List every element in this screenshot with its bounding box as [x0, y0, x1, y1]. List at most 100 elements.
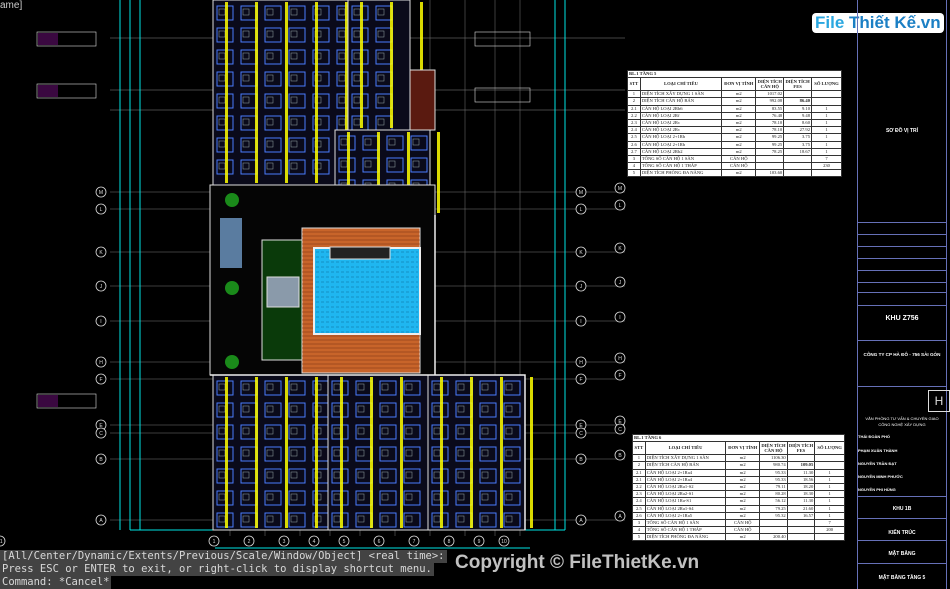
grid-bubble [575, 514, 587, 526]
grid-bubble [95, 453, 107, 465]
grid-bubble-label: I [619, 315, 620, 321]
table-cell: CĂN HỘ LOẠI 1Ra-S1 [644, 497, 727, 506]
fixture [266, 30, 274, 38]
furniture [264, 402, 282, 418]
area-tag [474, 87, 531, 103]
wall [255, 2, 258, 183]
area-tag [474, 31, 531, 47]
grid-bubble [95, 356, 107, 368]
furniture [264, 49, 282, 65]
table-cell [814, 454, 845, 463]
furniture [312, 137, 330, 153]
fixture [381, 405, 389, 413]
fixture [481, 515, 489, 523]
grid-bubble [575, 373, 587, 385]
area-tag [36, 83, 97, 99]
wall [225, 377, 228, 528]
furniture [264, 71, 282, 87]
fixture [242, 52, 250, 60]
grid-bubble [614, 352, 626, 364]
furniture [403, 468, 421, 484]
table-cell: TỔNG SỐ CĂN HỘ 1 THÁP [639, 162, 723, 171]
wall [420, 2, 423, 128]
grid-bubble-label: 11 [0, 539, 3, 545]
tree-icon [225, 355, 239, 369]
grid-bubble [575, 356, 587, 368]
table-cell: 1 [814, 468, 845, 477]
furniture [264, 115, 282, 131]
table-cell: 11.30 [786, 497, 816, 506]
wall [437, 132, 440, 213]
fixture [290, 162, 298, 170]
fixture [412, 160, 420, 168]
table-cell: 2.3 [632, 490, 646, 499]
pool-steps [329, 246, 391, 260]
table-cell: 18.67 [783, 147, 813, 156]
fixture [505, 471, 513, 479]
table-cell: TỔNG SỐ CĂN HỘ 1 SÀN [639, 154, 723, 164]
furniture [403, 402, 421, 418]
grid-bubble [614, 423, 626, 435]
fixture [266, 74, 274, 82]
furniture [264, 5, 282, 21]
table-cell: 86.40 [783, 97, 813, 106]
table-cell: m2 [721, 126, 757, 135]
column-header: SỐ LƯỢNG [811, 77, 842, 92]
table-cell: m2 [721, 147, 757, 156]
fixture [457, 405, 465, 413]
grid-bubble [575, 427, 587, 439]
person-3: NGUYỄN TRẦN ĐẠT [858, 461, 897, 466]
furniture [264, 512, 282, 528]
grid-bubble [614, 311, 626, 323]
fixture [457, 493, 465, 501]
fixture [357, 515, 365, 523]
table-cell: 1 [814, 497, 845, 506]
wall [340, 377, 343, 528]
fixture [290, 118, 298, 126]
fixture [481, 471, 489, 479]
fixture [381, 493, 389, 501]
fixture [457, 449, 465, 457]
grid-bubble-label: E [99, 423, 103, 429]
furniture [503, 468, 521, 484]
furniture [479, 468, 497, 484]
table-cell: m2 [725, 504, 761, 513]
table-cell: 9.48 [783, 111, 813, 120]
table-cell: m2 [725, 490, 761, 499]
table-cell: m2 [721, 140, 757, 149]
table-cell [759, 526, 788, 535]
person-5: NGUYỄN PHI HÙNG [858, 487, 896, 492]
fixture [266, 52, 274, 60]
grid-bubble [614, 182, 626, 194]
fixture [290, 8, 298, 16]
fixture [266, 449, 274, 457]
area-tag-fill [38, 33, 58, 45]
furniture [288, 71, 306, 87]
command-prompt[interactable]: Command: *Cancel* [0, 576, 112, 589]
table-cell: 3 [632, 518, 646, 528]
fixture [266, 118, 274, 126]
furniture [264, 490, 282, 506]
viewport-label[interactable]: ame] [0, 0, 23, 11]
column-header: LOẠI CHỈ TIÊU [639, 77, 723, 92]
table-cell: 7 [814, 518, 845, 528]
grid-bubble [243, 535, 255, 547]
table-title: BL.1 TẦNG 6 [632, 433, 845, 443]
apartment-block [427, 374, 526, 531]
grid-bubble-label: H [579, 360, 583, 366]
table-cell: 200 [814, 526, 845, 535]
table-cell: CĂN HỘ LOẠI 2Ra1-S2 [644, 482, 727, 492]
grid-bubble [278, 535, 290, 547]
grid-bubble-label: H [99, 360, 103, 366]
copyright-watermark: Copyright © FileThietKe.vn [455, 552, 700, 573]
table-cell: 2 [632, 461, 646, 470]
table-cell: 1 [627, 90, 641, 99]
wall [255, 377, 258, 528]
